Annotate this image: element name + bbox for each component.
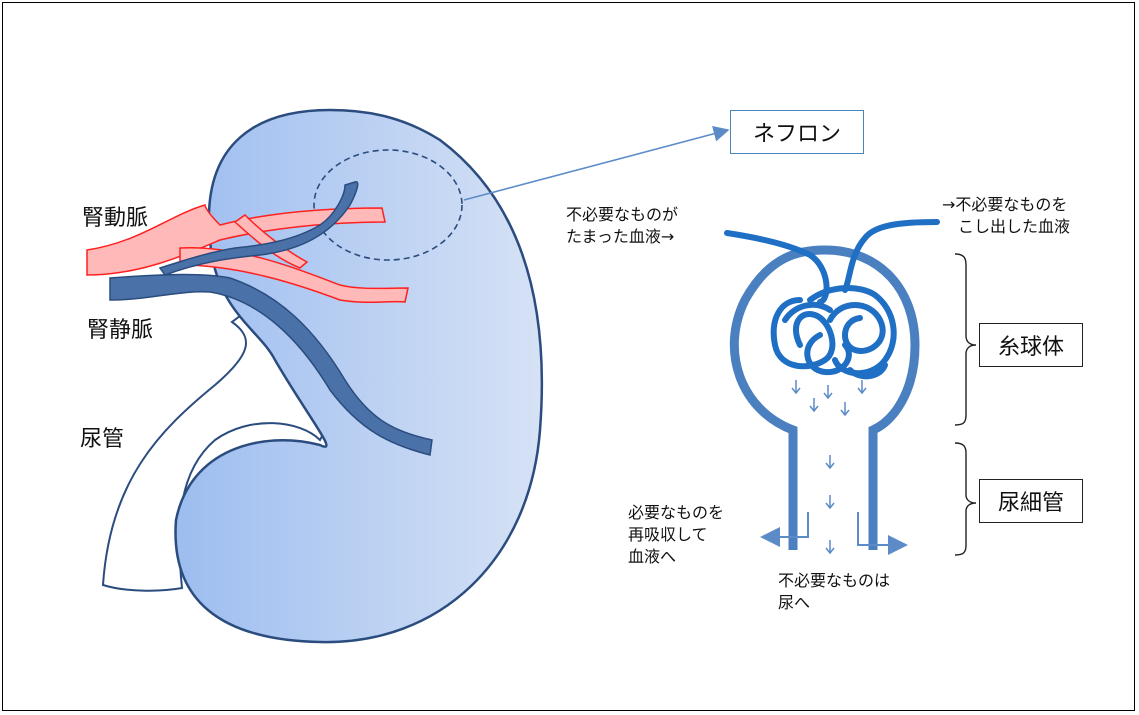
nephron-label: ネフロン [753,116,841,148]
tubule-bracket [955,443,976,555]
brackets [955,254,976,555]
nephron-connector-line [464,130,728,200]
glomerulus-label-box: 糸球体 [979,323,1083,367]
renal-vein-label: 腎静脈 [87,318,153,344]
ureter-label: 尿管 [80,427,124,453]
dirty-blood-label: 不必要なものが たまった血液→ [566,204,678,248]
renal-artery-label: 腎動脈 [82,206,148,232]
tubule-outflow-arrows [762,512,906,545]
tubule-label: 尿細管 [998,485,1064,517]
clean-blood-label: →不必要なものを こし出した血液 [942,194,1070,238]
filtration-arrows [792,380,866,553]
to-urine-label: 不必要なものは 尿へ [778,570,890,614]
glomerulus-label: 糸球体 [998,329,1064,361]
glomerulus-bracket [955,254,976,425]
reabsorb-label: 必要なものを 再吸収して 血液へ [628,502,724,568]
nephron-label-box: ネフロン [730,110,864,154]
tubule-label-box: 尿細管 [979,479,1083,523]
